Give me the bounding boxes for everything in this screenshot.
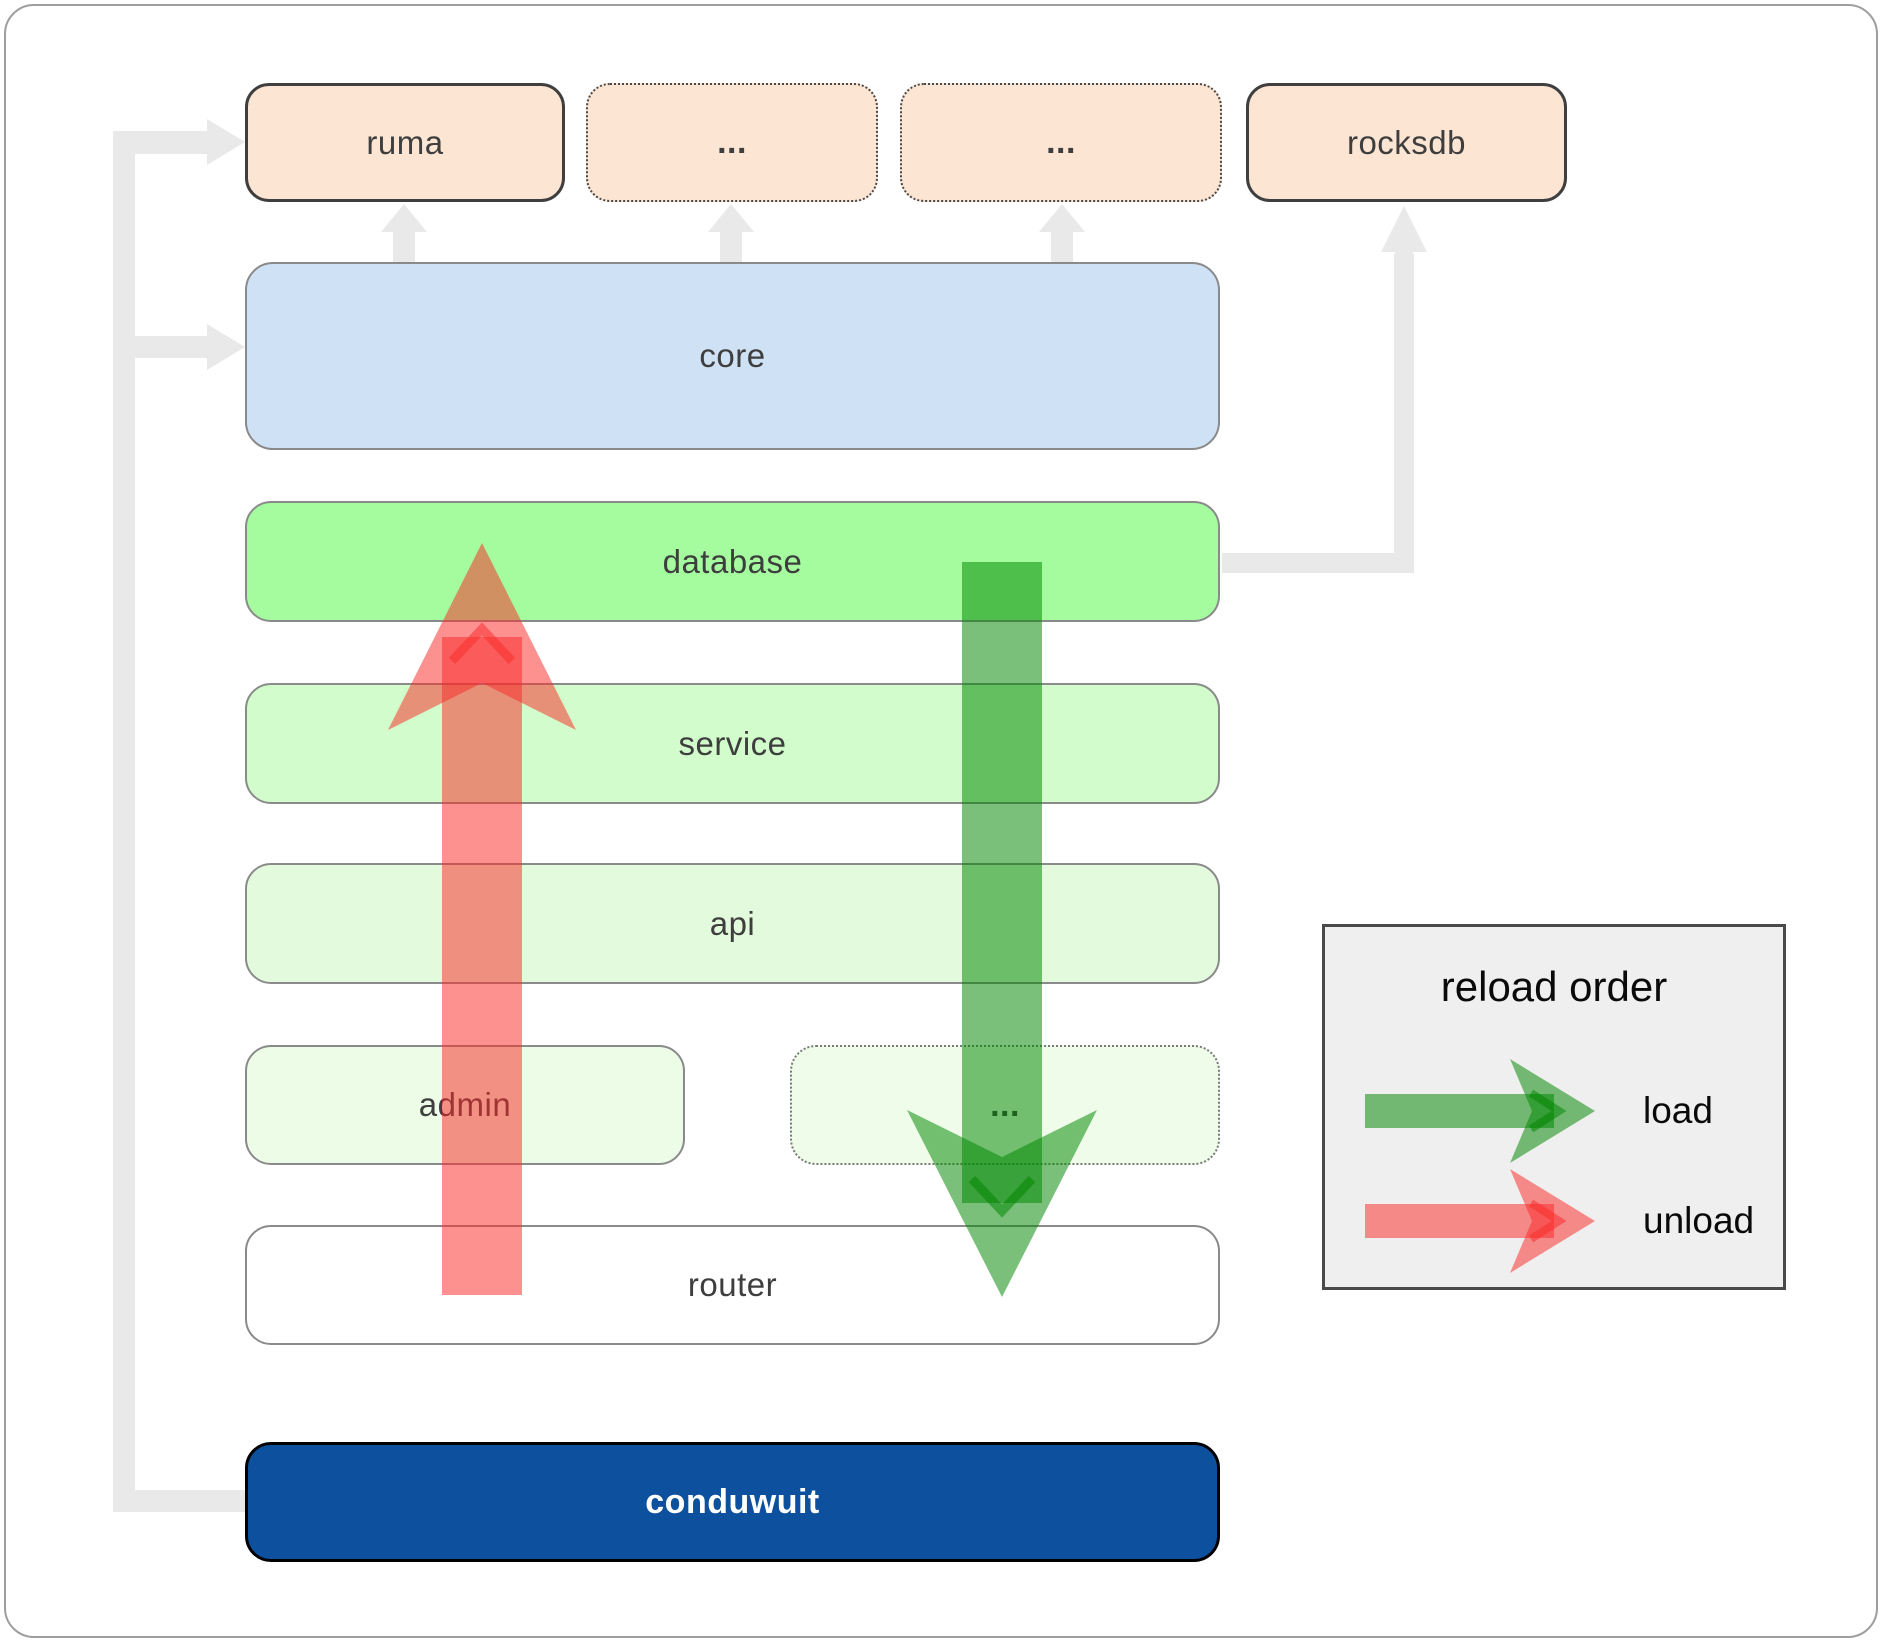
box-database: database <box>245 501 1220 622</box>
box-admin: admin <box>245 1045 685 1165</box>
legend-unload-chevron-icon <box>1528 1199 1567 1243</box>
box-api: api <box>245 863 1220 984</box>
box-ruma: ruma <box>245 83 565 202</box>
legend-label-load: load <box>1643 1090 1713 1131</box>
legend-load-chevron-icon <box>1528 1089 1567 1133</box>
legend-arrows <box>1365 1059 1595 1273</box>
legend-label-unload: unload <box>1643 1200 1755 1241</box>
box-service: service <box>245 683 1220 804</box>
box-rocksdb: rocksdb <box>1246 83 1567 202</box>
box-crates-ellipsis-2: ... <box>900 83 1222 202</box>
diagram-outer-frame <box>4 4 1878 1638</box>
box-core: core <box>245 262 1220 450</box>
legend-title: reload order <box>1440 963 1668 1010</box>
box-router: router <box>245 1225 1220 1345</box>
box-conduwuit: conduwuit <box>245 1442 1220 1562</box>
legend-reload-order: reload order load unload <box>1322 924 1786 1290</box>
box-crates-ellipsis-1: ... <box>586 83 878 202</box>
box-admin-ellipsis: ... <box>790 1045 1220 1165</box>
